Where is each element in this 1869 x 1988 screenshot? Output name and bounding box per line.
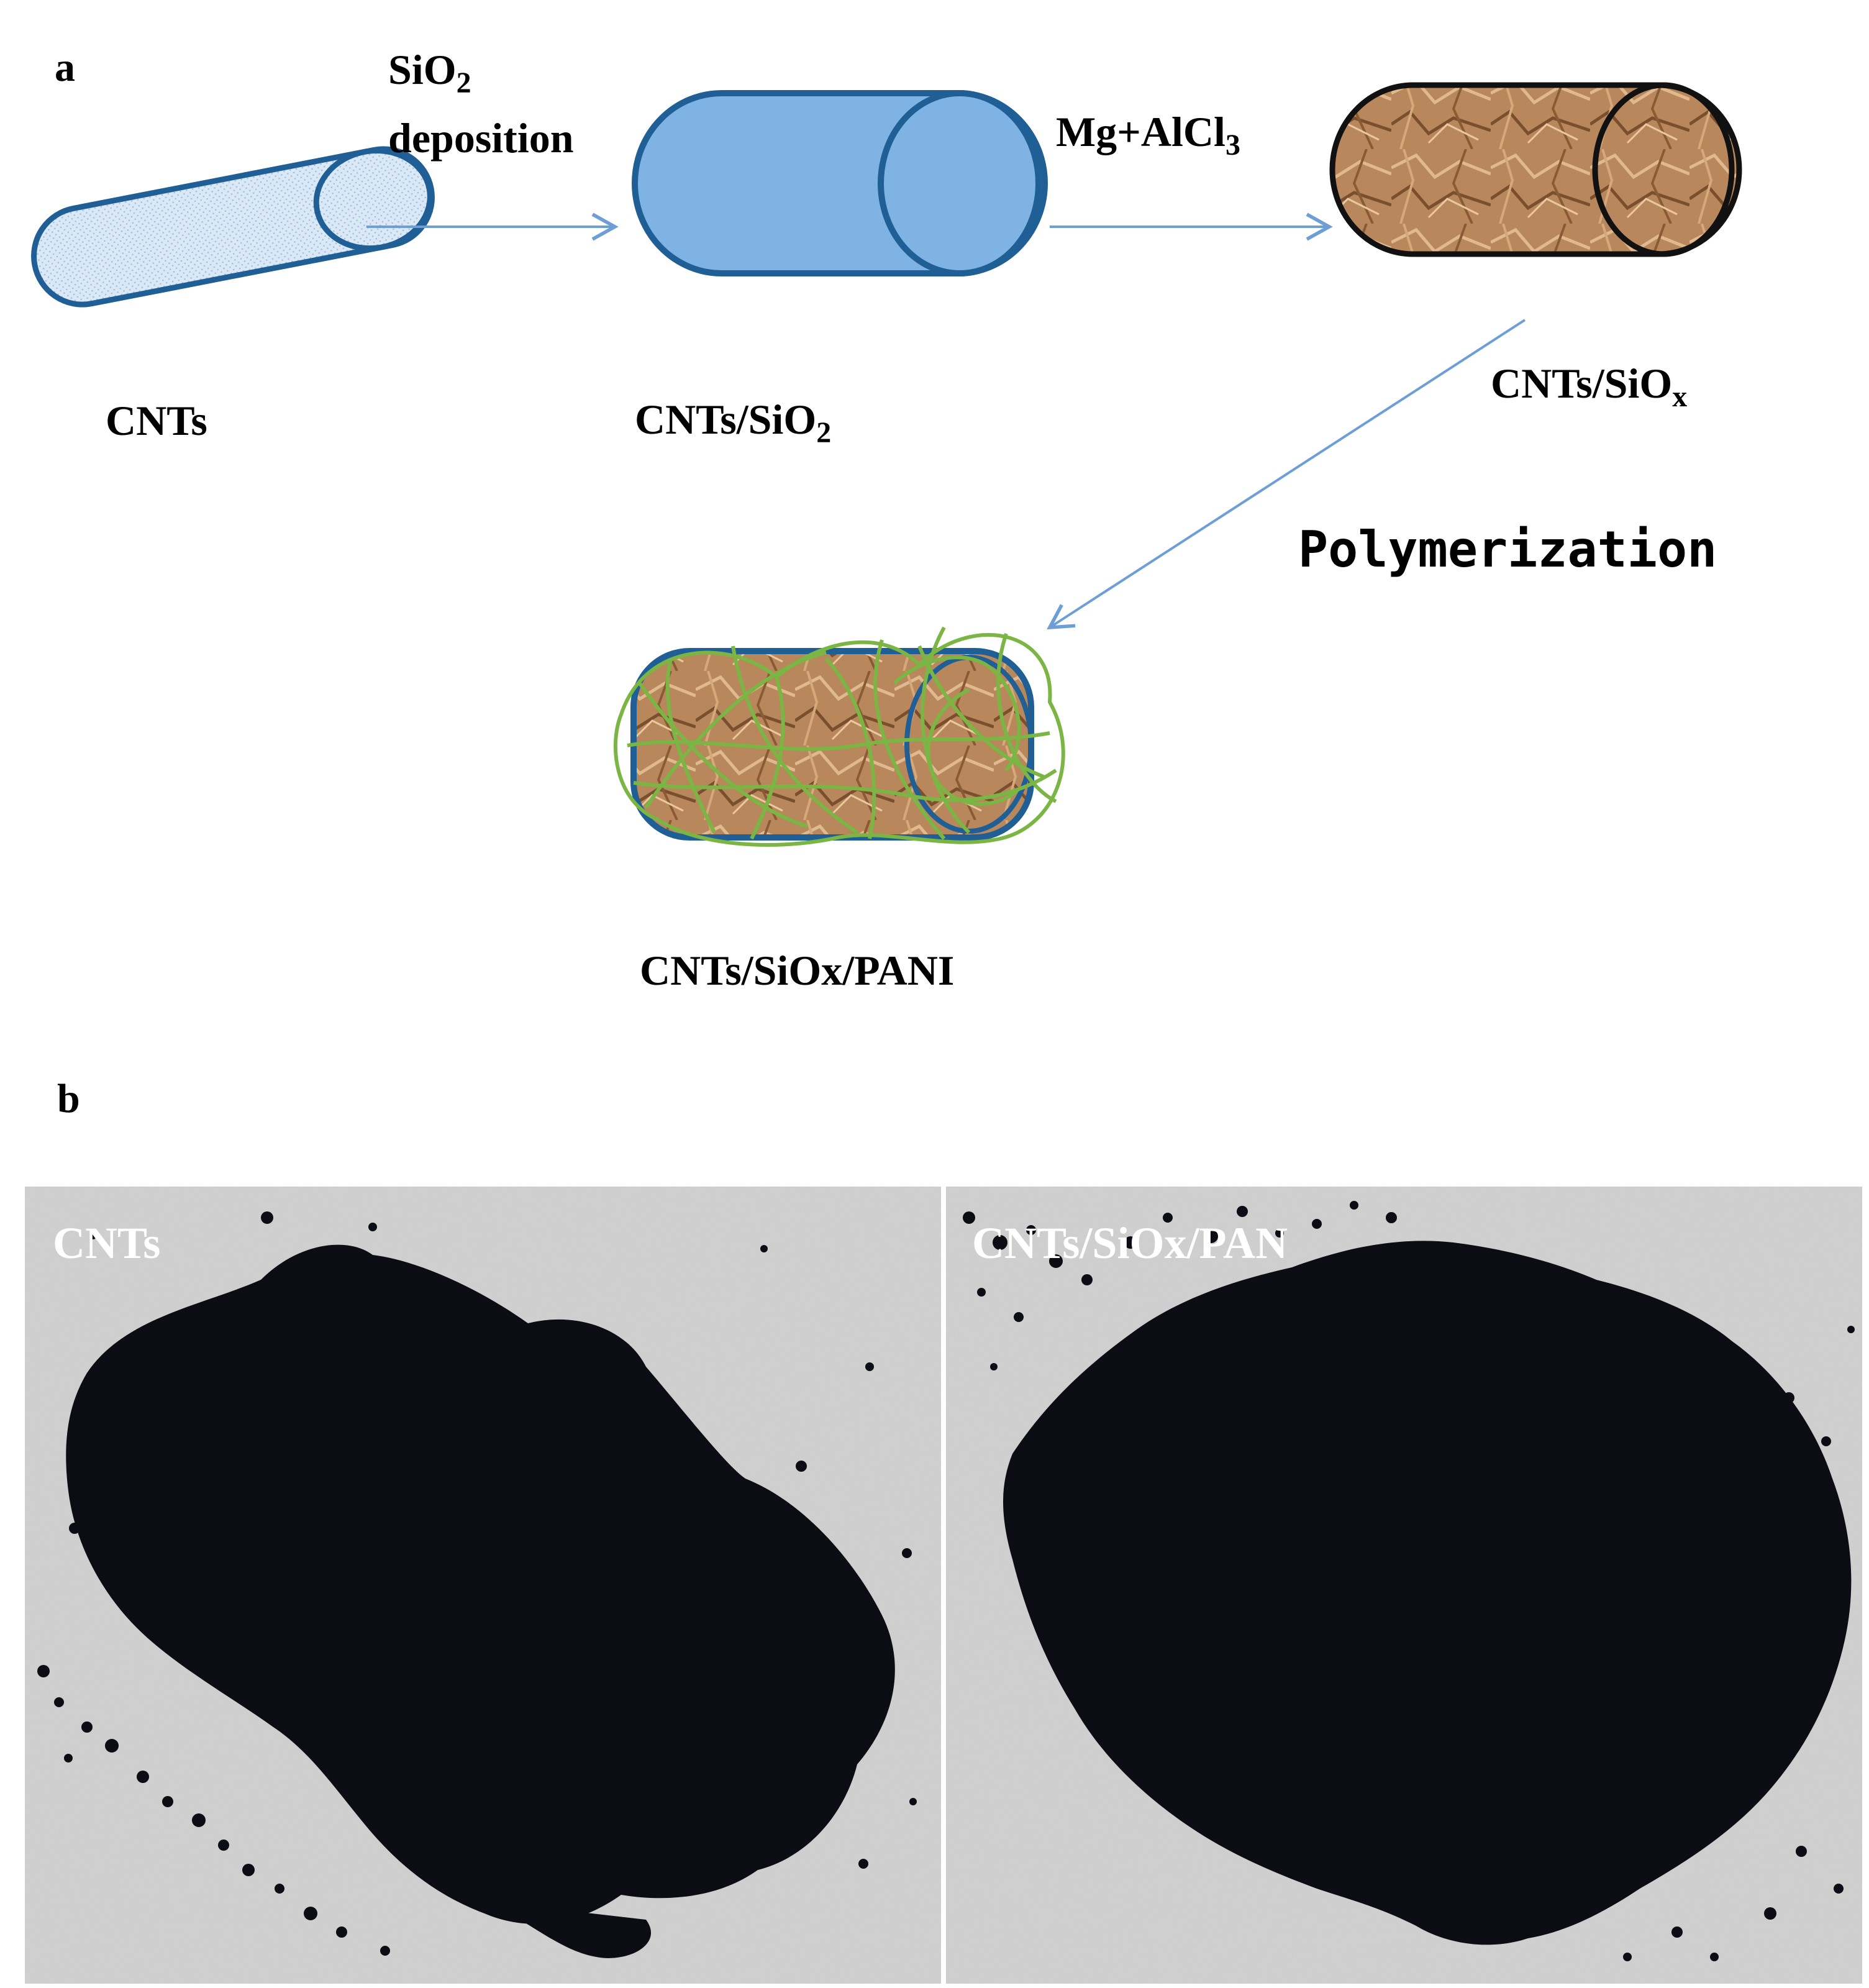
cnt-siox-tube-icon [1329, 82, 1742, 257]
panel-b-letter: b [57, 1076, 80, 1121]
cnt-siox-pani-composite-icon [613, 626, 1065, 847]
photo-cnts: CNTs [25, 1187, 941, 1984]
cnt-sio2-tube-icon [632, 90, 1048, 276]
product-label-cnts: CNTs [106, 397, 207, 444]
step1-process-label: deposition [388, 114, 574, 162]
photo-cnts-label: CNTs [53, 1218, 160, 1268]
step3-process-label: Polymerization [1298, 521, 1717, 578]
cnt-tube-icon [31, 146, 435, 308]
step1-reagent-label: SiO2 [388, 46, 471, 99]
panel-a-letter: a [55, 45, 75, 90]
step2-reagent-label: Mg+AlCl3 [1056, 108, 1240, 162]
product-label-cnts-siox-pani: CNTs/SiOx/PANI [640, 947, 954, 994]
photo-cnts-siox-pan-label: CNTs/SiOx/PAN [972, 1218, 1288, 1268]
product-label-cnts-sio2: CNTs/SiO2 [635, 396, 831, 449]
product-label-cnts-siox: CNTs/SiOx [1491, 360, 1687, 413]
arrow-step3 [1047, 319, 1526, 630]
photo-cnts-siox-pan: CNTs/SiOx/PAN [946, 1187, 1862, 1984]
